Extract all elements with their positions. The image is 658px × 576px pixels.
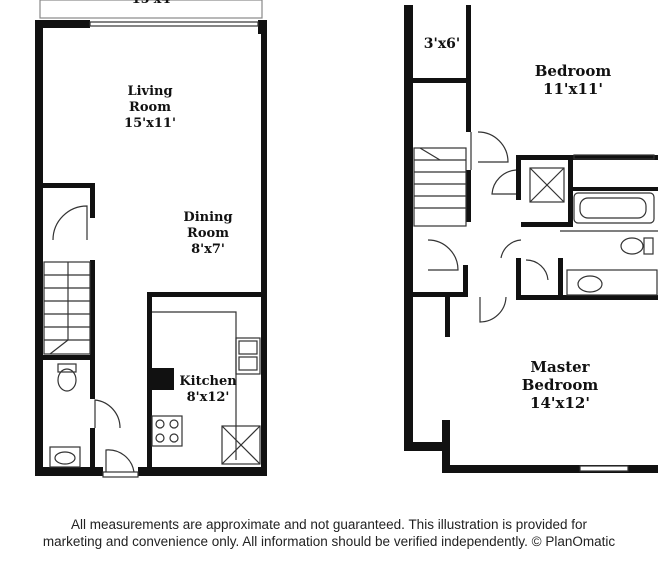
shower [529,167,565,203]
wall [516,155,521,200]
wall [43,355,95,360]
wall [261,20,267,476]
wall [463,265,468,297]
wall [90,428,95,470]
wall [413,292,468,297]
dining-room-dims: 8'x7' [191,242,225,257]
toilet [620,237,644,255]
wall [404,442,442,451]
wall [568,155,573,227]
sink [235,337,261,375]
window [579,465,629,472]
wall [558,258,563,296]
appliance [221,425,261,465]
wall [404,5,413,451]
wall [147,292,263,297]
stairs [43,261,91,355]
dining-room-label: Dining Room 8'x7' [168,210,248,258]
bathtub [573,192,655,224]
wall [521,222,573,227]
disclaimer: All measurements are approximate and not… [0,516,658,550]
wall [35,467,103,476]
porch-railing [39,0,263,19]
living-room-name: Living Room [127,84,173,115]
master-bedroom-label: Master Bedroom 14'x12' [504,358,616,412]
counter [152,311,237,460]
toilet [57,368,77,392]
wall [90,260,95,358]
master-bedroom-name: Master Bedroom [521,358,599,394]
porch-dims: 15'x4' [118,0,188,8]
wall [516,258,521,300]
stove [151,415,183,447]
refrigerator [148,368,174,390]
door-swing [94,399,121,429]
door-swing [500,239,522,259]
closet-dims: 3'x6' [423,36,461,52]
bedroom-dims: 11'x11' [543,80,603,98]
wall [138,467,267,476]
wall [90,355,95,399]
kitchen-name: Kitchen [179,374,237,389]
wall [573,187,658,191]
wall [445,297,450,337]
door-swing [427,239,459,271]
closet-door [573,154,655,160]
stairs [413,147,467,227]
wall [90,183,95,218]
bedroom-label: Bedroom 11'x11' [520,62,626,98]
door-swing [477,131,509,163]
closet-label: 3'x6' [412,36,472,52]
wall [466,78,471,132]
wall [516,155,658,160]
wall [442,465,658,473]
wall [466,170,471,222]
porch-label: 15'x4' [118,0,188,8]
wall [442,420,450,472]
dining-room-name: Dining Room [183,210,233,241]
disclaimer-line-2: marketing and convenience only. All info… [42,534,616,549]
wall [43,183,95,188]
wall [35,20,90,28]
floor-plan [35,0,658,478]
kitchen-label: Kitchen 8'x12' [172,374,244,406]
door-swing [491,169,517,195]
wall [516,295,658,300]
living-room-dims: 15'x11' [124,116,176,131]
bedroom-name: Bedroom [534,62,612,80]
wall [35,20,43,476]
door-swing [525,259,549,281]
wall [413,78,471,83]
wall [466,5,471,78]
door-swing [52,205,88,241]
disclaimer-line-1: All measurements are approximate and not… [70,517,588,532]
door-swing [479,296,507,323]
fixtures [39,0,658,478]
entry-door [105,449,135,473]
living-room-label: Living Room 15'x11' [110,84,190,132]
kitchen-dims: 8'x12' [186,390,230,405]
sliding-door [89,21,259,27]
sink [49,446,81,468]
master-bedroom-dims: 14'x12' [530,394,590,412]
sink [566,269,658,296]
walls [35,5,658,476]
